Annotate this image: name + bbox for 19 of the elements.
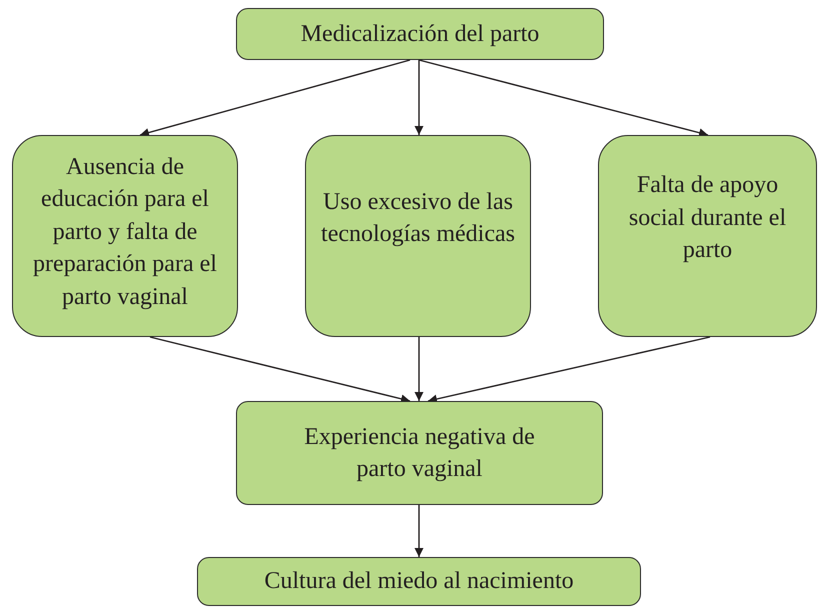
box-label: Cultura del miedo al nacimiento — [264, 567, 574, 596]
box-label: Experiencia negativa de parto vaginal — [303, 422, 536, 484]
arrow — [418, 59, 708, 138]
process-box — [197, 557, 641, 606]
process-box — [12, 135, 238, 337]
process-box — [305, 135, 531, 337]
arrow — [414, 337, 424, 401]
process-box — [598, 135, 817, 337]
box-label: Ausencia de educación para el parto y falta de preparación para el parto vaginal — [32, 153, 218, 312]
arrow — [428, 336, 710, 404]
box-label: Medicalización del parto — [300, 20, 540, 48]
arrow — [150, 336, 410, 404]
arrow — [140, 59, 410, 137]
arrow — [414, 505, 424, 557]
box-label: Falta de apoyo social durante el parto — [628, 171, 788, 266]
process-box — [236, 8, 604, 60]
arrow — [414, 60, 424, 135]
process-box — [236, 401, 603, 505]
box-label: Uso excesivo de las tecnologías médicas — [320, 188, 516, 249]
